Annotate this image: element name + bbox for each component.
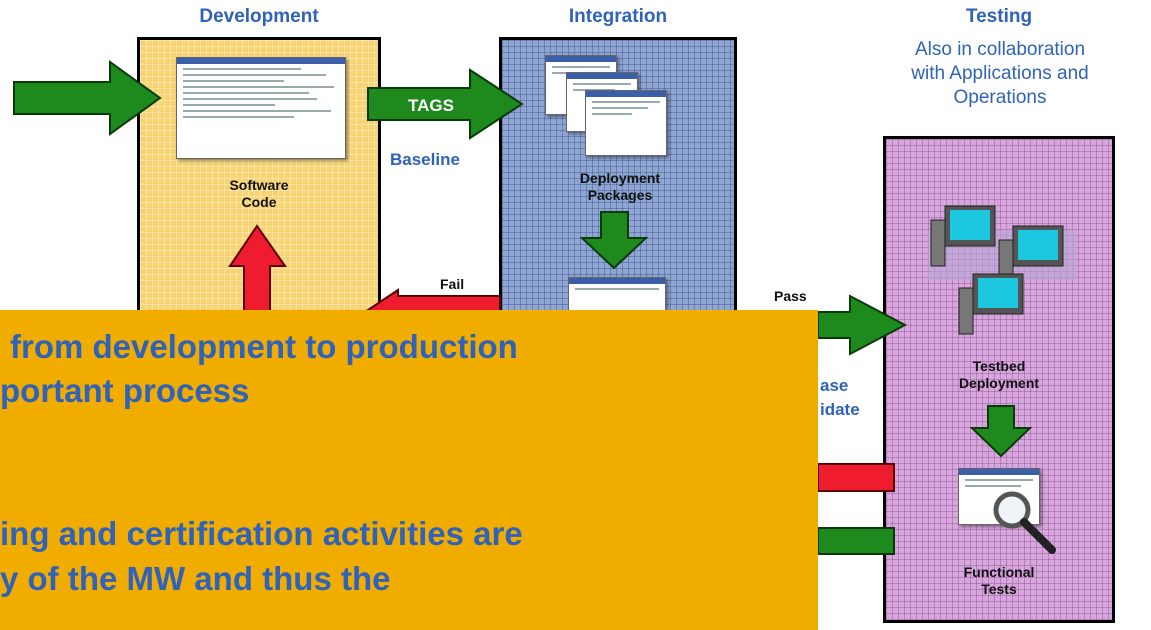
functional-tests-label: Functional Tests xyxy=(963,564,1035,597)
overlay-line: ing and certification activities are xyxy=(0,515,523,552)
testbed-deployment-label: Testbed Deployment xyxy=(958,358,1040,391)
testing-note: Also in collaboration with Applications … xyxy=(870,38,1130,110)
testing-note-line: Operations xyxy=(953,87,1047,108)
testing-note-line: Also in collaboration xyxy=(914,39,1086,60)
software-code-label: Software Code xyxy=(229,177,289,210)
integration-title: Integration xyxy=(568,6,668,27)
tags-label: TAGS xyxy=(408,96,454,115)
release-candidate-label: ase idate xyxy=(820,376,860,419)
deployment-packages-label: Deployment Packages xyxy=(579,170,661,203)
overlay-line: from development to production xyxy=(10,328,518,365)
pass-arrow xyxy=(817,294,908,356)
testing-title: Testing xyxy=(965,6,1033,27)
code-document-icon xyxy=(176,57,346,159)
red-feedback-bar xyxy=(817,463,895,492)
down-arrow-testing xyxy=(969,405,1033,458)
green-feedback-bar xyxy=(817,527,895,555)
development-title: Development xyxy=(199,6,319,27)
overlay-line: y of the MW and thus the xyxy=(0,560,391,597)
tags-arrow xyxy=(367,68,524,140)
overlay-line: portant process xyxy=(0,372,250,409)
baseline-label: Baseline xyxy=(390,150,460,169)
package-document-icon xyxy=(585,90,667,156)
fail-arrow xyxy=(361,288,501,313)
code-up-arrow xyxy=(228,224,287,313)
overlay-box: from development to production portant p… xyxy=(0,310,818,630)
pass-label: Pass xyxy=(774,288,807,304)
magnifier-icon xyxy=(993,491,1056,554)
computers-icon xyxy=(927,205,1077,335)
testing-panel xyxy=(883,136,1115,623)
fail-label: Fail xyxy=(440,276,465,292)
down-arrow-integration xyxy=(579,211,649,270)
testing-note-line: with Applications and xyxy=(911,63,1089,84)
input-arrow xyxy=(13,60,162,136)
